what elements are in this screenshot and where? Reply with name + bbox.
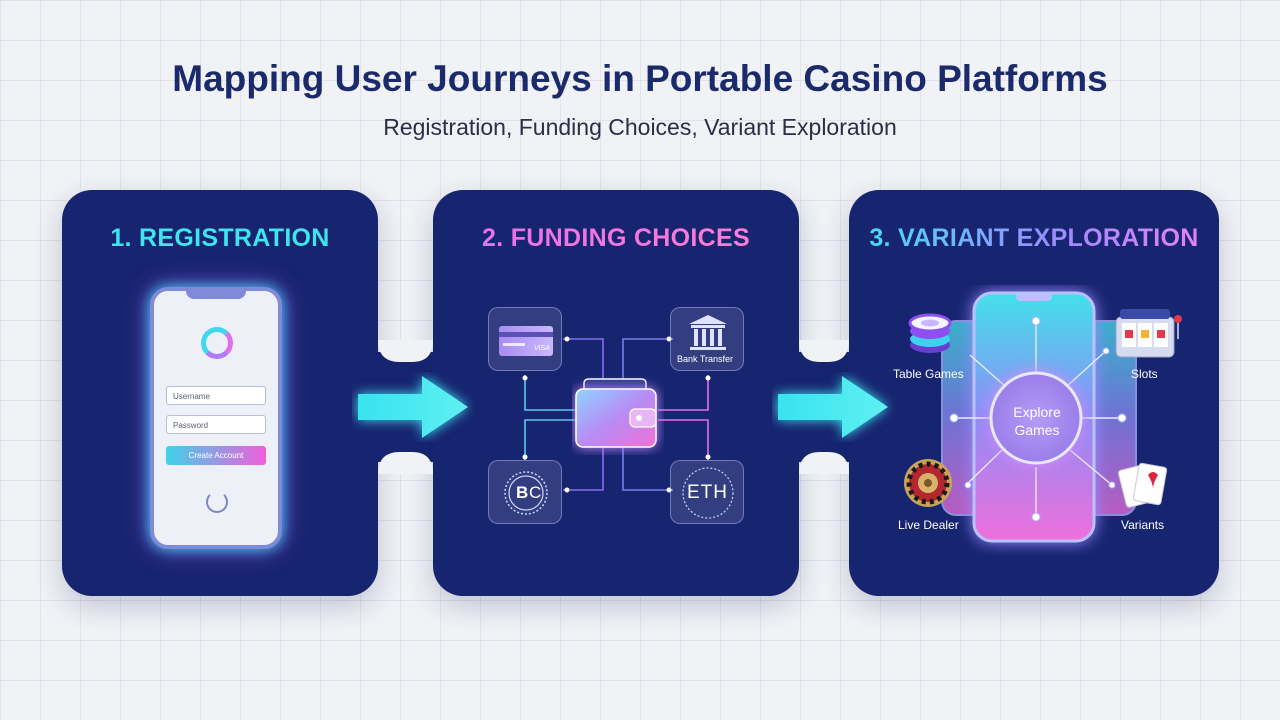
bitcoin-icon	[504, 471, 548, 515]
slot-machine-icon	[1115, 309, 1182, 358]
bank-transfer-label: Bank Transfer	[677, 354, 734, 364]
visa-label: VISA	[534, 345, 550, 352]
bank-option[interactable]: Bank Transfer	[670, 307, 744, 371]
bitcoin-suffix: C	[529, 483, 542, 502]
registration-phone: Username Password Create Account	[150, 287, 282, 549]
bitcoin-option[interactable]: B C	[488, 460, 562, 524]
arrow-right-icon	[778, 376, 888, 438]
ethereum-coin-icon	[682, 467, 734, 519]
phone-notch	[186, 289, 246, 299]
poker-chips-icon	[908, 313, 952, 353]
credit-card-icon	[499, 326, 553, 356]
eth-label: ETH	[687, 482, 728, 503]
loading-ring-icon	[201, 327, 233, 359]
spinner-icon	[206, 491, 228, 513]
create-account-button[interactable]: Create Account	[166, 446, 266, 465]
page-subtitle: Registration, Funding Choices, Variant E…	[383, 114, 897, 140]
bitcoin-symbol: B	[516, 483, 529, 502]
ethereum-option[interactable]: ETH	[670, 460, 744, 524]
bank-icon	[689, 315, 727, 350]
variants-label[interactable]: Variants	[1121, 518, 1165, 532]
password-field[interactable]: Password	[166, 415, 266, 434]
arrow-right-icon	[358, 376, 468, 438]
live-dealer-label[interactable]: Live Dealer	[898, 518, 959, 532]
slots-label[interactable]: Slots	[1131, 367, 1158, 381]
card-option[interactable]: VISA	[488, 307, 562, 371]
username-field[interactable]: Username	[166, 386, 266, 405]
roulette-wheel-icon	[904, 459, 952, 507]
playing-cards-icon	[1117, 462, 1168, 508]
page-title: Mapping User Journeys in Portable Casino…	[172, 58, 1108, 99]
variant-exploration-graphic	[904, 291, 1182, 543]
registration-title: 1. REGISTRATION	[110, 224, 330, 252]
explore-games-label[interactable]: Explore Games	[1013, 404, 1061, 438]
funding-title: 2. FUNDING CHOICES	[433, 224, 799, 253]
wallet-icon	[575, 378, 657, 448]
table-games-label[interactable]: Table Games	[893, 367, 964, 381]
variant-title: 3. VARIANT EXPLORATION	[849, 224, 1219, 253]
